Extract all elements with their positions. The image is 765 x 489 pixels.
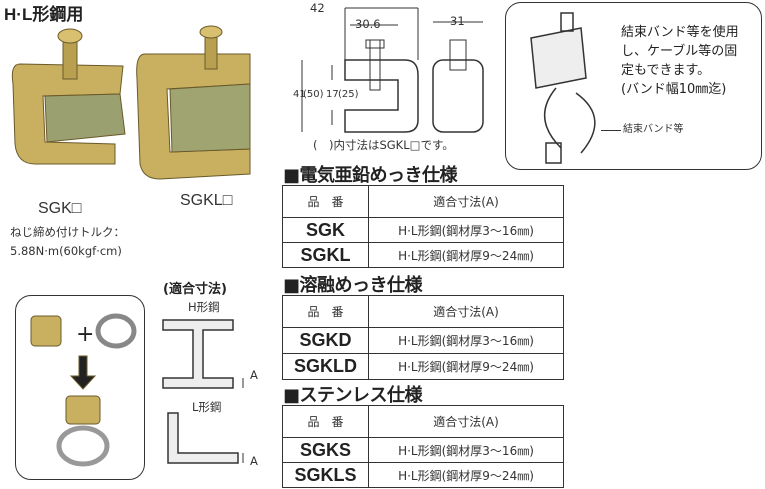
drawing-note: ( )内寸法はSGKL□です。 [313,138,454,152]
col-header-part: 品 番 [282,405,369,438]
fit-size: H·L形鋼(鋼材厚3〜16㎜) [368,327,564,354]
band-note-line2: し、ケーブル等の固 [621,44,738,59]
dim-17: 17 [326,89,339,100]
fit-size: H·L形鋼(鋼材厚3〜16㎜) [368,437,564,463]
torque-text: ねじ締め付けトルク： 5.88N·m(60kgf·cm) [10,223,125,261]
band-usage-box: 結束バンド等を使用 し、ケーブル等の固 定もできます。 (バンド幅10㎜迄) 結… [505,2,762,170]
fit-size: H·L形鋼(鋼材厚9〜24㎜) [368,462,564,488]
col-header-fit: 適合寸法(A) [368,185,564,218]
fit-heading: (適合寸法) [163,282,227,297]
band-callout: 結束バンド等 [623,124,684,135]
sgkl-clamp-image [136,25,251,180]
h-beam-icon [162,319,234,389]
fit-size: H·L形鋼(鋼材厚9〜24㎜) [368,353,564,380]
band-note-line1: 結束バンド等を使用 [621,25,739,40]
dim-50: (50) [303,89,324,100]
assembly-box: + [15,295,145,480]
band-clamp-illustration [530,12,596,164]
a-label-l: A [250,454,258,468]
l-beam-label: L形鋼 [192,400,222,414]
band-note-line4: (バンド幅10㎜迄) [621,82,727,97]
col-header-fit: 適合寸法(A) [368,295,564,328]
assembly-illustration: + [30,313,137,467]
part-number: SGKLS [282,462,369,488]
col-header-part: 品 番 [282,185,369,218]
sgk-clamp-image [11,28,126,165]
col-header-part: 品 番 [282,295,369,328]
band-note-line3: 定もできます。 [621,63,711,78]
band-note: 結束バンド等を使用 し、ケーブル等の固 定もできます。 (バンド幅10㎜迄) [621,23,739,99]
col-header-fit: 適合寸法(A) [368,405,564,438]
l-beam-icon [167,412,239,464]
fit-size: H·L形鋼(鋼材厚3〜16㎜) [368,217,564,243]
clamp-photos [11,25,251,180]
section-title-zinc: ■電気亜鉛めっき仕様 [283,165,458,186]
fit-size: H·L形鋼(鋼材厚9〜24㎜) [368,242,564,268]
part-number: SGKL [282,242,369,268]
sgk-label: SGK□ [38,200,82,217]
beam-shapes [162,319,244,464]
dim-31: 31 [450,14,465,28]
a-label-h: A [250,368,258,382]
torque-line2: 5.88N·m(60kgf·cm) [10,244,122,258]
section-title-hotdip: ■溶融めっき仕様 [283,275,423,296]
dim-41: 41 [293,89,306,100]
sgkl-label: SGKL□ [180,192,233,209]
dim-42: 42 [310,1,325,15]
dim-30-6: 30.6 [355,17,381,31]
h-beam-label: H形鋼 [188,300,220,314]
section-title-stainless: ■ステンレス仕様 [283,385,423,406]
svg-text:+: + [76,322,94,347]
callout-line [601,130,621,131]
part-number: SGKD [282,327,369,354]
dim-25: (25) [338,89,359,100]
page-title: H·L形鋼用 [4,5,84,24]
dimension-drawing [301,7,484,133]
part-number: SGKS [282,437,369,463]
part-number: SGKLD [282,353,369,380]
part-number: SGK [282,217,369,243]
torque-line1: ねじ締め付けトルク： [10,225,125,239]
